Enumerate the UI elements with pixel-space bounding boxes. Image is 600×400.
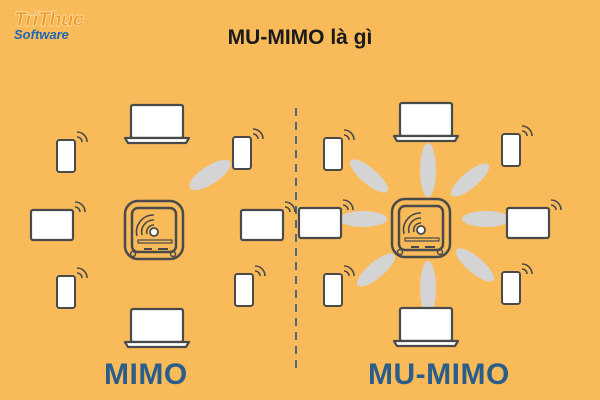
router-icon bbox=[123, 199, 185, 261]
laptop-icon bbox=[392, 101, 460, 143]
phone-icon bbox=[323, 129, 355, 171]
mimo-panel bbox=[29, 103, 297, 349]
brand-logo: TriThuc Software bbox=[14, 9, 84, 42]
signal-beam bbox=[189, 159, 231, 191]
tablet-icon bbox=[29, 200, 87, 242]
mimo-label: MIMO bbox=[104, 358, 188, 391]
mumimo-label: MU-MIMO bbox=[368, 358, 510, 391]
logo-line-1: TriThuc bbox=[14, 9, 84, 31]
laptop-icon bbox=[123, 307, 191, 349]
mumimo-panel bbox=[297, 101, 563, 348]
tablet-icon bbox=[239, 200, 297, 242]
phone-icon bbox=[56, 267, 88, 309]
phone-icon bbox=[234, 265, 266, 307]
logo-line-2: Software bbox=[14, 27, 69, 42]
laptop-icon bbox=[123, 103, 191, 145]
page-title: MU-MIMO là gì bbox=[227, 26, 373, 49]
router-icon bbox=[390, 197, 452, 259]
tablet-icon bbox=[505, 198, 563, 240]
phone-icon bbox=[501, 125, 533, 167]
phone-icon bbox=[501, 263, 533, 305]
phone-icon bbox=[323, 265, 355, 307]
phone-icon bbox=[56, 131, 88, 173]
laptop-icon bbox=[392, 306, 460, 348]
phone-icon bbox=[232, 128, 264, 170]
signal-beams bbox=[339, 143, 510, 315]
